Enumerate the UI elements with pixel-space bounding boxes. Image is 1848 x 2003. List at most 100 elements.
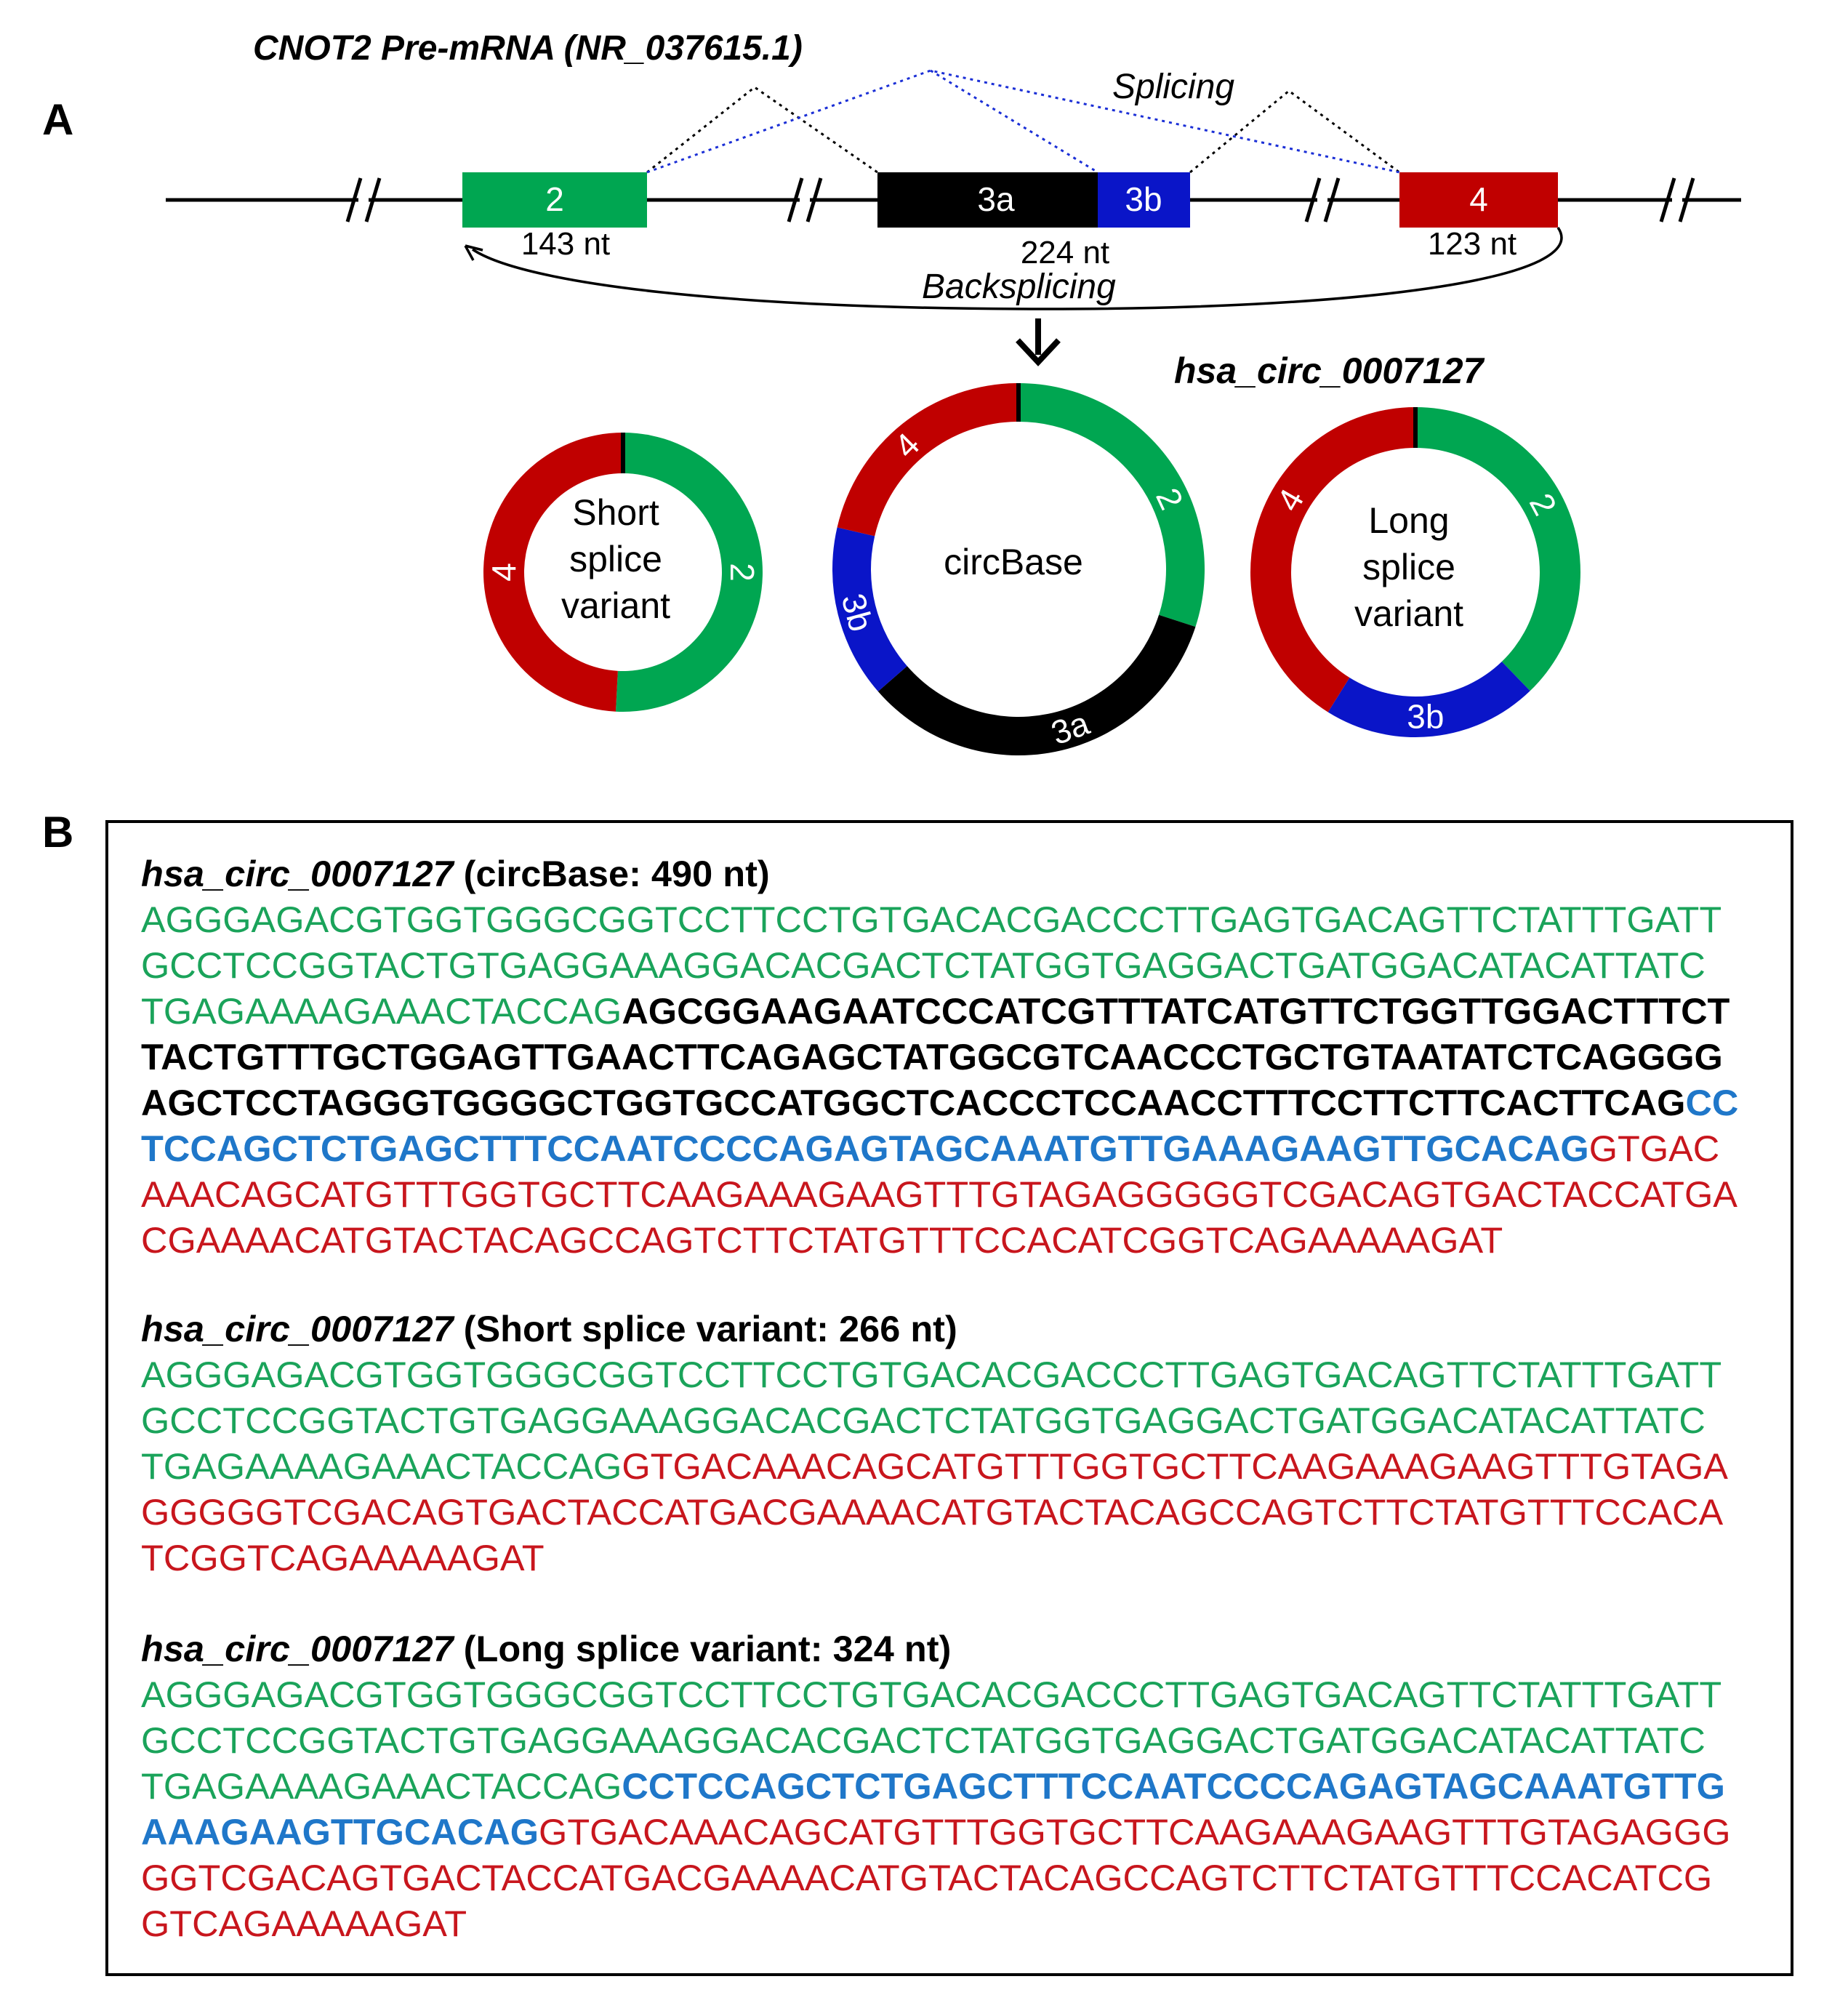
backsplicing-label: Backsplicing xyxy=(922,268,1116,306)
sequence-line: GTCAGAAAAAGAT xyxy=(141,1900,1731,1946)
sequence-segment-red: GGTCGACAGTGACTACCATGACGAAAACATGTACTACAGC… xyxy=(141,1857,1713,1898)
sequence-title: hsa_circ_0007127 (Short splice variant: … xyxy=(141,1306,1728,1352)
exon-3a-label: 3a xyxy=(977,180,1015,218)
ring-segment-exon-3a xyxy=(877,614,1196,755)
panel-a-label: A xyxy=(42,95,74,144)
sequence-line: GGTCGACAGTGACTACCATGACGAAAACATGTACTACAGC… xyxy=(141,1855,1731,1900)
sequence-segment-red: CGAAAACATGTACTACAGCCAGTCTTCTATGTTTCCACAT… xyxy=(141,1219,1503,1261)
sequence-description: (Long splice variant: 324 nt) xyxy=(453,1628,952,1669)
ring-segment-exon-3b xyxy=(832,527,907,691)
sequence-segment-blue: CC xyxy=(1685,1082,1739,1123)
sequence-line: AGGGAGACGTGGTGGGCGGTCCTTCCTGTGACACGACCCT… xyxy=(141,1671,1731,1717)
sequence-segment-green: TGAGAAAAGAAACTACCAG xyxy=(141,990,622,1032)
long-center-line-2: splice xyxy=(1362,547,1455,587)
sequence-segment-red: AAACAGCATGTTTGGTGCTTCAAGAAAGAAGTTTGTAGAG… xyxy=(141,1173,1737,1215)
sequence-line: TCCAGCTCTGAGCTTTCCAATCCCCAGAGTAGCAAATGTT… xyxy=(141,1125,1738,1171)
splicing-lines-black xyxy=(646,86,1400,174)
break-marks xyxy=(345,177,1695,222)
splicing-lines-blue xyxy=(646,69,1400,174)
sequence-line: TACTGTTTGCTGGAGTTGAACTTCAGAGCTATGGCGTCAA… xyxy=(141,1034,1738,1080)
exon-3b-box xyxy=(1098,172,1190,228)
sequence-segment-blue: CCTCCAGCTCTGAGCTTTCCAATCCCCAGAGTAGCAAATG… xyxy=(622,1765,1725,1807)
ring-segment-exon-4 xyxy=(483,433,623,712)
short-center-line-2: splice xyxy=(569,539,662,579)
sequence-segment-black: AGCTCCTAGGGTGGGGCTGGTGCCATGGCTCACCCTCCAA… xyxy=(141,1082,1686,1123)
sequence-segment-green: GCCTCCGGTACTGTGAGGAAAGGACACGACTCTATGGTGA… xyxy=(141,1719,1706,1761)
sequence-segment-green: AGGGAGACGTGGTGGGCGGTCCTTCCTGTGACACGACCCT… xyxy=(141,1674,1722,1715)
splicing-diagram: 2 3a 3b 4 143 nt 224 nt 123 nt CNOT2 Pre… xyxy=(166,29,1741,755)
sequence-segment-black: TACTGTTTGCTGGAGTTGAACTTCAGAGCTATGGCGTCAA… xyxy=(141,1036,1723,1077)
sequence-segment-green: AGGGAGACGTGGTGGGCGGTCCTTCCTGTGACACGACCCT… xyxy=(141,899,1722,940)
sequence-line: GCCTCCGGTACTGTGAGGAAAGGACACGACTCTATGGTGA… xyxy=(141,1717,1731,1763)
backsplicing-arrowhead xyxy=(464,244,483,261)
sequence-line: AGCTCCTAGGGTGGGGCTGGTGCCATGGCTCACCCTCCAA… xyxy=(141,1080,1738,1125)
sequence-segment-red: GGGGGTCGACAGTGACTACCATGACGAAAACATGTACTAC… xyxy=(141,1491,1724,1533)
backsplicing-arc xyxy=(472,226,1563,310)
sequence-segment-red: GTGAC xyxy=(1588,1128,1720,1169)
sequence-block: hsa_circ_0007127 (circBase: 490 nt)AGGGA… xyxy=(141,851,1738,1263)
ring-segment-exon-2 xyxy=(615,433,763,712)
exon-3a-box xyxy=(877,172,1098,228)
sequence-circ-name: hsa_circ_0007127 xyxy=(141,1308,454,1349)
ring-label-exon-2: 2 xyxy=(723,563,761,582)
down-arrow xyxy=(1016,318,1061,366)
sequence-box: hsa_circ_0007127 (circBase: 490 nt)AGGGA… xyxy=(105,820,1793,1976)
ring-label-exon-3b: 3b xyxy=(1407,698,1444,736)
short-center-line-3: variant xyxy=(561,585,670,626)
sequence-line: AGGGAGACGTGGTGGGCGGTCCTTCCTGTGACACGACCCT… xyxy=(141,1352,1728,1397)
panel-b-label: B xyxy=(42,808,74,856)
sequence-line: GCCTCCGGTACTGTGAGGAAAGGACACGACTCTATGGTGA… xyxy=(141,1397,1728,1443)
sequence-line: AAACAGCATGTTTGGTGCTTCAAGAAAGAAGTTTGTAGAG… xyxy=(141,1171,1738,1217)
sequence-segment-green: TGAGAAAAGAAACTACCAG xyxy=(141,1765,622,1807)
sequence-line: CGAAAACATGTACTACAGCCAGTCTTCTATGTTTCCACAT… xyxy=(141,1217,1738,1263)
ring-segment-exon-3b xyxy=(1327,662,1530,737)
exon-2-length: 143 nt xyxy=(521,226,610,262)
sequence-segment-red: GTGACAAACAGCATGTTTGGTGCTTCAAGAAAGAAGTTTG… xyxy=(622,1445,1728,1487)
ring-segment-exon-2 xyxy=(1415,407,1580,691)
sequence-segment-red: GTCAGAAAAAGAT xyxy=(141,1903,467,1944)
sequence-line: TGAGAAAAGAAACTACCAGAGCGGAAGAATCCCATCGTTT… xyxy=(141,988,1738,1034)
exon-4-length: 123 nt xyxy=(1428,226,1516,262)
sequence-line: AAAGAAGTTGCACAGGTGACAAACAGCATGTTTGGTGCTT… xyxy=(141,1809,1731,1855)
sequence-segment-green: GCCTCCGGTACTGTGAGGAAAGGACACGACTCTATGGTGA… xyxy=(141,1400,1706,1441)
sequence-segment-black: AGCGGAAGAATCCCATCGTTTATCATGTTCTGGTTGGACT… xyxy=(622,990,1730,1032)
sequence-line: TGAGAAAAGAAACTACCAGCCTCCAGCTCTGAGCTTTCCA… xyxy=(141,1763,1731,1809)
exon-2-box xyxy=(462,172,647,228)
exon-2-label: 2 xyxy=(545,180,564,218)
sequence-segment-green: TGAGAAAAGAAACTACCAG xyxy=(141,1445,622,1487)
long-center-line-1: Long xyxy=(1368,500,1449,541)
sequence-segment-blue: AAAGAAGTTGCACAG xyxy=(141,1811,539,1853)
sequence-circ-name: hsa_circ_0007127 xyxy=(141,853,454,894)
sequence-segment-blue: TCCAGCTCTGAGCTTTCCAATCCCCAGAGTAGCAAATGTT… xyxy=(141,1128,1589,1169)
sequence-line: GCCTCCGGTACTGTGAGGAAAGGACACGACTCTATGGTGA… xyxy=(141,942,1738,988)
exon-3-length: 224 nt xyxy=(1021,235,1109,270)
exon-4-box xyxy=(1399,172,1558,228)
ring-segment-exon-4 xyxy=(837,383,1019,537)
sequence-line: GGGGGTCGACAGTGACTACCATGACGAAAACATGTACTAC… xyxy=(141,1489,1728,1535)
sequence-segment-red: TCGGTCAGAAAAAGAT xyxy=(141,1537,545,1578)
sequence-title: hsa_circ_0007127 (Long splice variant: 3… xyxy=(141,1626,1731,1671)
sequence-description: (circBase: 490 nt) xyxy=(453,853,770,894)
sequence-line: TGAGAAAAGAAACTACCAGGTGACAAACAGCATGTTTGGT… xyxy=(141,1443,1728,1489)
circ-name-label: hsa_circ_0007127 xyxy=(1174,350,1485,391)
sequence-title: hsa_circ_0007127 (circBase: 490 nt) xyxy=(141,851,1738,896)
sequence-segment-green: AGGGAGACGTGGTGGGCGGTCCTTCCTGTGACACGACCCT… xyxy=(141,1354,1722,1395)
sequence-line: AGGGAGACGTGGTGGGCGGTCCTTCCTGTGACACGACCCT… xyxy=(141,896,1738,942)
sequence-block: hsa_circ_0007127 (Short splice variant: … xyxy=(141,1306,1728,1581)
ring-segment-exon-4 xyxy=(1250,406,1415,713)
short-center-line-1: Short xyxy=(572,492,659,533)
exon-4-label: 4 xyxy=(1469,180,1488,218)
sequence-description: (Short splice variant: 266 nt) xyxy=(453,1308,957,1349)
circbase-center-label: circBase xyxy=(944,542,1083,582)
splicing-label: Splicing xyxy=(1112,68,1234,106)
exon-3b-label: 3b xyxy=(1125,180,1162,218)
ring-label-exon-4: 4 xyxy=(485,563,523,582)
sequence-segment-red: GTGACAAACAGCATGTTTGGTGCTTCAAGAAAGAAGTTTG… xyxy=(539,1811,1731,1853)
premrna-title: CNOT2 Pre-mRNA (NR_037615.1) xyxy=(253,29,803,68)
short-variant-circle: 24 xyxy=(483,433,763,712)
sequence-line: TCGGTCAGAAAAAGAT xyxy=(141,1535,1728,1581)
ring-segment-exon-2 xyxy=(1019,383,1205,627)
sequence-block: hsa_circ_0007127 (Long splice variant: 3… xyxy=(141,1626,1731,1946)
